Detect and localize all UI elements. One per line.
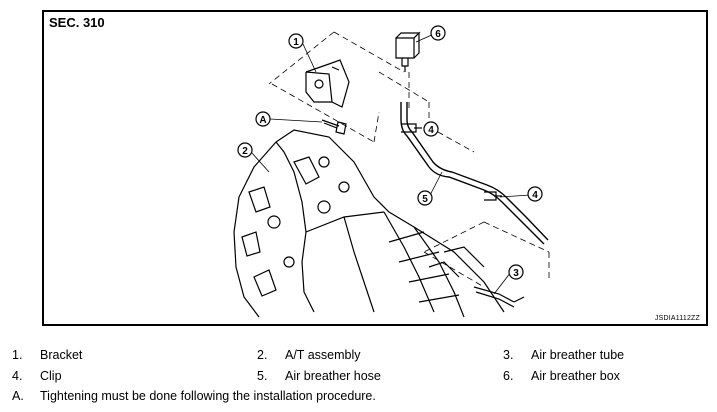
svg-text:5: 5 [422, 194, 428, 205]
legend-number: 1. [12, 348, 23, 362]
breather-hose-part [400, 102, 549, 245]
callout-6: 6 [430, 25, 446, 41]
at-assembly-part [233, 129, 505, 318]
section-label: SEC. 310 [49, 15, 105, 30]
legend-text: Bracket [40, 348, 83, 362]
reference-lines [268, 31, 550, 288]
bolt-part [321, 119, 347, 135]
breather-box-part [395, 31, 421, 72]
svg-text:A: A [259, 115, 266, 126]
svg-text:3: 3 [513, 268, 519, 279]
callout-3: 3 [508, 264, 524, 280]
callout-2: 2 [237, 142, 253, 158]
svg-text:4: 4 [428, 125, 434, 136]
callout-1: 1 [288, 33, 304, 49]
callout-leaders [251, 33, 531, 295]
legend-number: A. [12, 389, 24, 403]
svg-text:4: 4 [532, 190, 538, 201]
legend-number: 2. [257, 348, 268, 362]
callout-4-lower: 4 [527, 186, 543, 202]
diagram-frame: SEC. 310 [42, 10, 708, 326]
callout-5: 5 [417, 190, 433, 206]
callouts: 1 2 3 4 4 5 6 [237, 25, 543, 280]
svg-text:6: 6 [435, 29, 441, 40]
legend-number: 6. [503, 369, 514, 383]
legend-text: A/T assembly [285, 348, 361, 362]
legend-text: Air breather box [531, 369, 620, 383]
callout-a: A [255, 111, 271, 127]
clip-part [401, 123, 502, 201]
exploded-view-illustration: 1 2 3 4 4 5 6 [233, 25, 550, 318]
svg-text:1: 1 [293, 37, 299, 48]
figure-id: JSDIA1112ZZ [654, 315, 700, 322]
svg-text:2: 2 [242, 146, 248, 157]
bracket-part [305, 59, 350, 108]
callout-4-upper: 4 [423, 121, 439, 137]
legend-number: 5. [257, 369, 268, 383]
legend-text: Air breather hose [285, 369, 381, 383]
legend-number: 3. [503, 348, 514, 362]
legend-text: Air breather tube [531, 348, 625, 362]
legend-number: 4. [12, 369, 23, 383]
legend-text: Clip [40, 369, 62, 383]
breather-tube-part [473, 286, 525, 308]
legend-text: Tightening must be done following the in… [40, 389, 376, 403]
